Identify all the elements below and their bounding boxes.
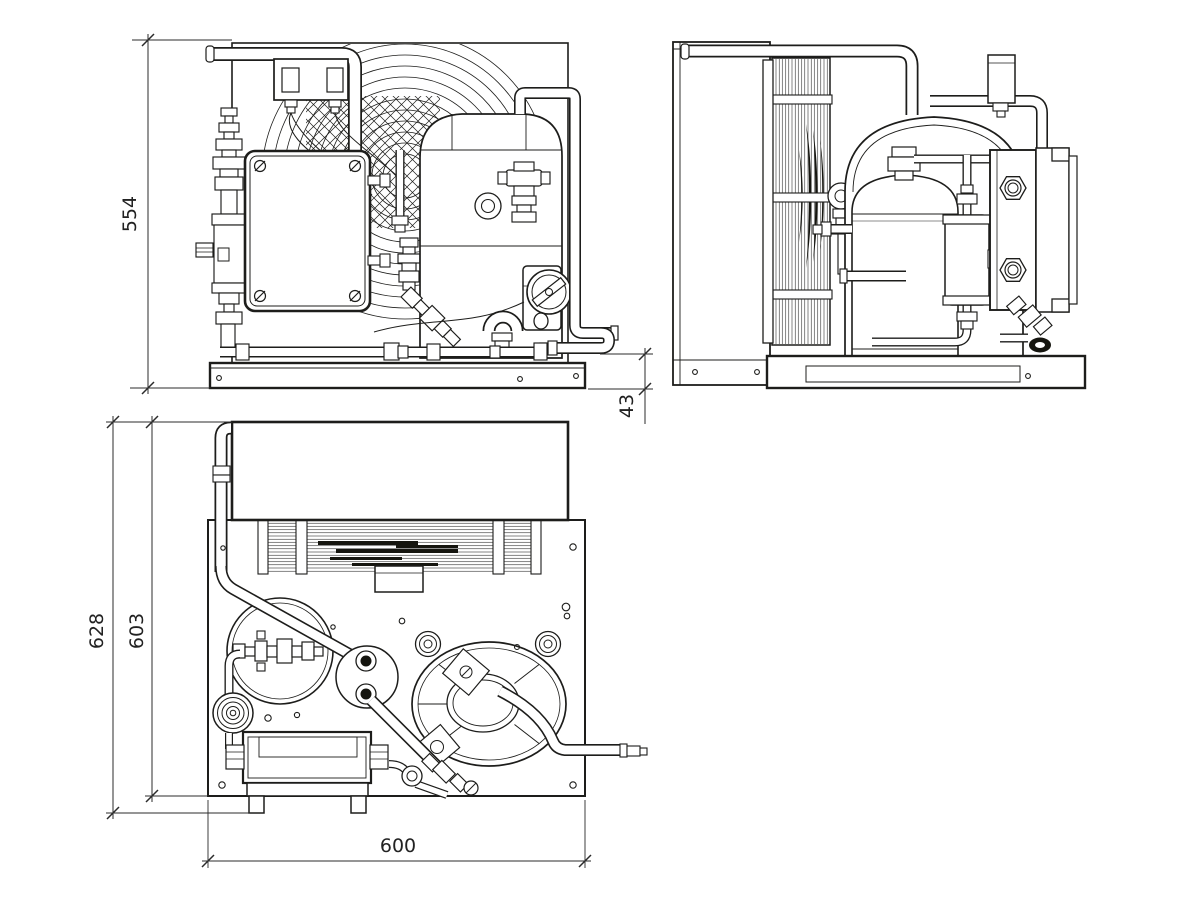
dim-label-600: 600	[380, 835, 416, 857]
side-terminal-plate	[989, 149, 1037, 311]
plan-terminal-box	[225, 730, 389, 814]
side-condenser-coil	[762, 57, 833, 346]
side-receiver	[812, 146, 992, 361]
dim-label-43: 43	[616, 394, 638, 418]
front-view: 554 43	[119, 33, 653, 424]
side-mounting-bracket	[1035, 147, 1078, 313]
dimension-front-height: 554	[119, 33, 232, 395]
side-panel	[672, 41, 771, 386]
front-suction-fittings	[391, 150, 421, 291]
front-discharge-piping	[497, 87, 619, 356]
side-view	[672, 41, 1087, 390]
plan-coil-fins	[257, 519, 542, 593]
side-handle-tube	[680, 43, 919, 115]
dimension-plan-overall-depth: 628	[86, 415, 250, 820]
front-junction-box	[243, 149, 391, 313]
side-valve-cluster	[1000, 295, 1053, 353]
plan-valve-cluster	[388, 752, 479, 799]
plan-compressor	[411, 630, 567, 771]
side-top-piping	[930, 54, 1048, 302]
plan-view: 628 603 600	[86, 415, 648, 868]
side-base-rail	[765, 354, 1087, 390]
front-rotalock-valve	[522, 265, 572, 331]
dim-label-628: 628	[86, 613, 108, 649]
plan-suction-tube	[215, 565, 361, 665]
plan-grommet	[212, 649, 254, 734]
dimension-plan-base-width: 600	[201, 800, 592, 868]
plan-condenser-housing	[230, 420, 570, 522]
plan-plate-holes	[218, 543, 577, 789]
dimension-front-connection-height: 43	[588, 347, 653, 424]
front-angle-valve	[400, 286, 462, 348]
dimension-plan-base-depth: 603	[126, 415, 208, 803]
dim-label-603: 603	[126, 613, 148, 649]
plan-fan-motor	[335, 645, 399, 709]
plan-handle-tube	[212, 421, 232, 572]
front-base-rail	[208, 361, 587, 390]
dim-label-554: 554	[119, 196, 141, 232]
front-bottom-pipe	[220, 301, 548, 361]
front-pressure-switch-box	[273, 58, 397, 196]
front-receiver-stack	[195, 107, 249, 349]
front-handle-tube	[205, 45, 362, 150]
